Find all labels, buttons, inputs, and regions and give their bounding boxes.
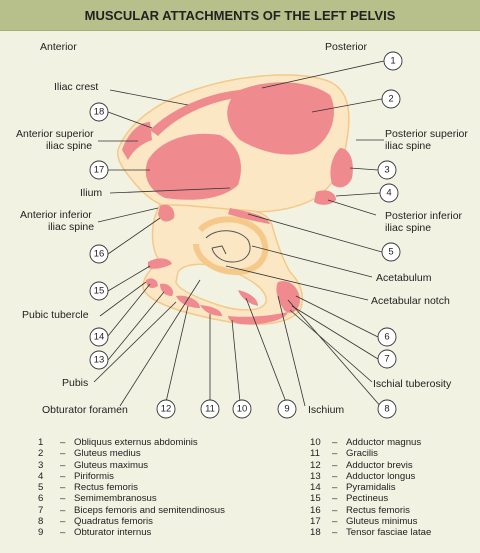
callout-6: 6 [378, 328, 396, 346]
legend-item: 18–Tensor fasciae latae [310, 527, 431, 538]
label-pubic-tubercle: Pubic tubercle [22, 309, 89, 321]
svg-text:15: 15 [94, 286, 105, 297]
label-acetabular-notch: Acetabular notch [371, 295, 450, 307]
label-ilium: Ilium [80, 187, 102, 199]
label-anterior-inferior-iliac-spine-2: iliac spine [48, 221, 94, 233]
legend-item: 14–Pyramidalis [310, 482, 431, 493]
label-anterior-superior-iliac-spine-2: iliac spine [46, 140, 92, 152]
posterior-label: Posterior [325, 41, 368, 53]
label-anterior-inferior-iliac-spine: Anterior inferior [20, 209, 92, 221]
label-posterior-inferior-iliac-spine: Posterior inferior [385, 210, 463, 222]
piriformis-area [314, 190, 336, 204]
callout-7: 7 [378, 350, 396, 368]
legend-item: 9–Obturator internus [38, 527, 225, 538]
svg-text:7: 7 [384, 354, 389, 365]
callout-11: 11 [201, 400, 219, 418]
svg-text:12: 12 [161, 404, 172, 415]
svg-text:9: 9 [284, 404, 289, 415]
callout-17: 17 [90, 161, 108, 179]
legend-item: 10–Adductor magnus [310, 437, 431, 448]
svg-text:14: 14 [94, 332, 105, 343]
callout-12: 12 [157, 400, 175, 418]
svg-text:6: 6 [384, 332, 389, 343]
legend-item: 16–Rectus femoris [310, 505, 431, 516]
legend-item: 13–Adductor longus [310, 471, 431, 482]
callout-10: 10 [233, 400, 251, 418]
svg-text:1: 1 [390, 56, 395, 67]
legend-item: 8–Quadratus femoris [38, 516, 225, 527]
legend-item: 5–Rectus femoris [38, 482, 225, 493]
legend-item: 12–Adductor brevis [310, 460, 431, 471]
legend-item: 1–Obliquus externus abdominis [38, 437, 225, 448]
svg-text:16: 16 [94, 249, 105, 260]
callout-8: 8 [378, 400, 396, 418]
callout-1: 1 [384, 52, 402, 70]
callout-5: 5 [382, 243, 400, 261]
legend-item: 7–Biceps femoris and semitendinosus [38, 505, 225, 516]
label-obturator-foramen: Obturator foramen [42, 404, 128, 416]
legend-item: 6–Semimembranosus [38, 493, 225, 504]
svg-text:11: 11 [205, 404, 215, 415]
callout-16: 16 [90, 245, 108, 263]
label-posterior-inferior-iliac-spine-2: iliac spine [385, 222, 431, 234]
label-ischial-tuberosity: Ischial tuberosity [373, 378, 452, 390]
svg-text:3: 3 [384, 165, 389, 176]
svg-text:4: 4 [386, 188, 391, 199]
label-iliac-crest: Iliac crest [54, 81, 98, 93]
anterior-label: Anterior [40, 41, 77, 53]
legend-item: 4–Piriformis [38, 471, 225, 482]
legend-left-column: 1–Obliquus externus abdominis 2–Gluteus … [38, 437, 225, 539]
legend-item: 11–Gracilis [310, 448, 431, 459]
legend-right-column: 10–Adductor magnus 11–Gracilis 12–Adduct… [310, 437, 431, 539]
callout-3: 3 [378, 161, 396, 179]
label-posterior-superior-iliac-spine-2: iliac spine [385, 140, 431, 152]
callout-14: 14 [90, 328, 108, 346]
svg-text:2: 2 [388, 94, 393, 105]
callout-15: 15 [90, 282, 108, 300]
callout-18: 18 [90, 103, 108, 121]
label-posterior-superior-iliac-spine: Posterior superior [385, 128, 468, 140]
label-anterior-superior-iliac-spine: Anterior superior [16, 128, 94, 140]
callout-2: 2 [382, 90, 400, 108]
svg-text:8: 8 [384, 404, 389, 415]
label-pubis: Pubis [62, 377, 88, 389]
label-acetabulum: Acetabulum [376, 272, 432, 284]
svg-text:18: 18 [94, 107, 105, 118]
callout-9: 9 [278, 400, 296, 418]
legend-item: 17–Gluteus minimus [310, 516, 431, 527]
svg-text:10: 10 [237, 404, 248, 415]
callout-4: 4 [380, 184, 398, 202]
svg-text:17: 17 [94, 165, 105, 176]
svg-text:13: 13 [94, 355, 105, 366]
label-ischium: Ischium [308, 404, 344, 416]
legend-item: 3–Gluteus maximus [38, 460, 225, 471]
svg-text:5: 5 [388, 247, 393, 258]
callout-13: 13 [90, 351, 108, 369]
legend-item: 15–Pectineus [310, 493, 431, 504]
legend-item: 2–Gluteus medius [38, 448, 225, 459]
